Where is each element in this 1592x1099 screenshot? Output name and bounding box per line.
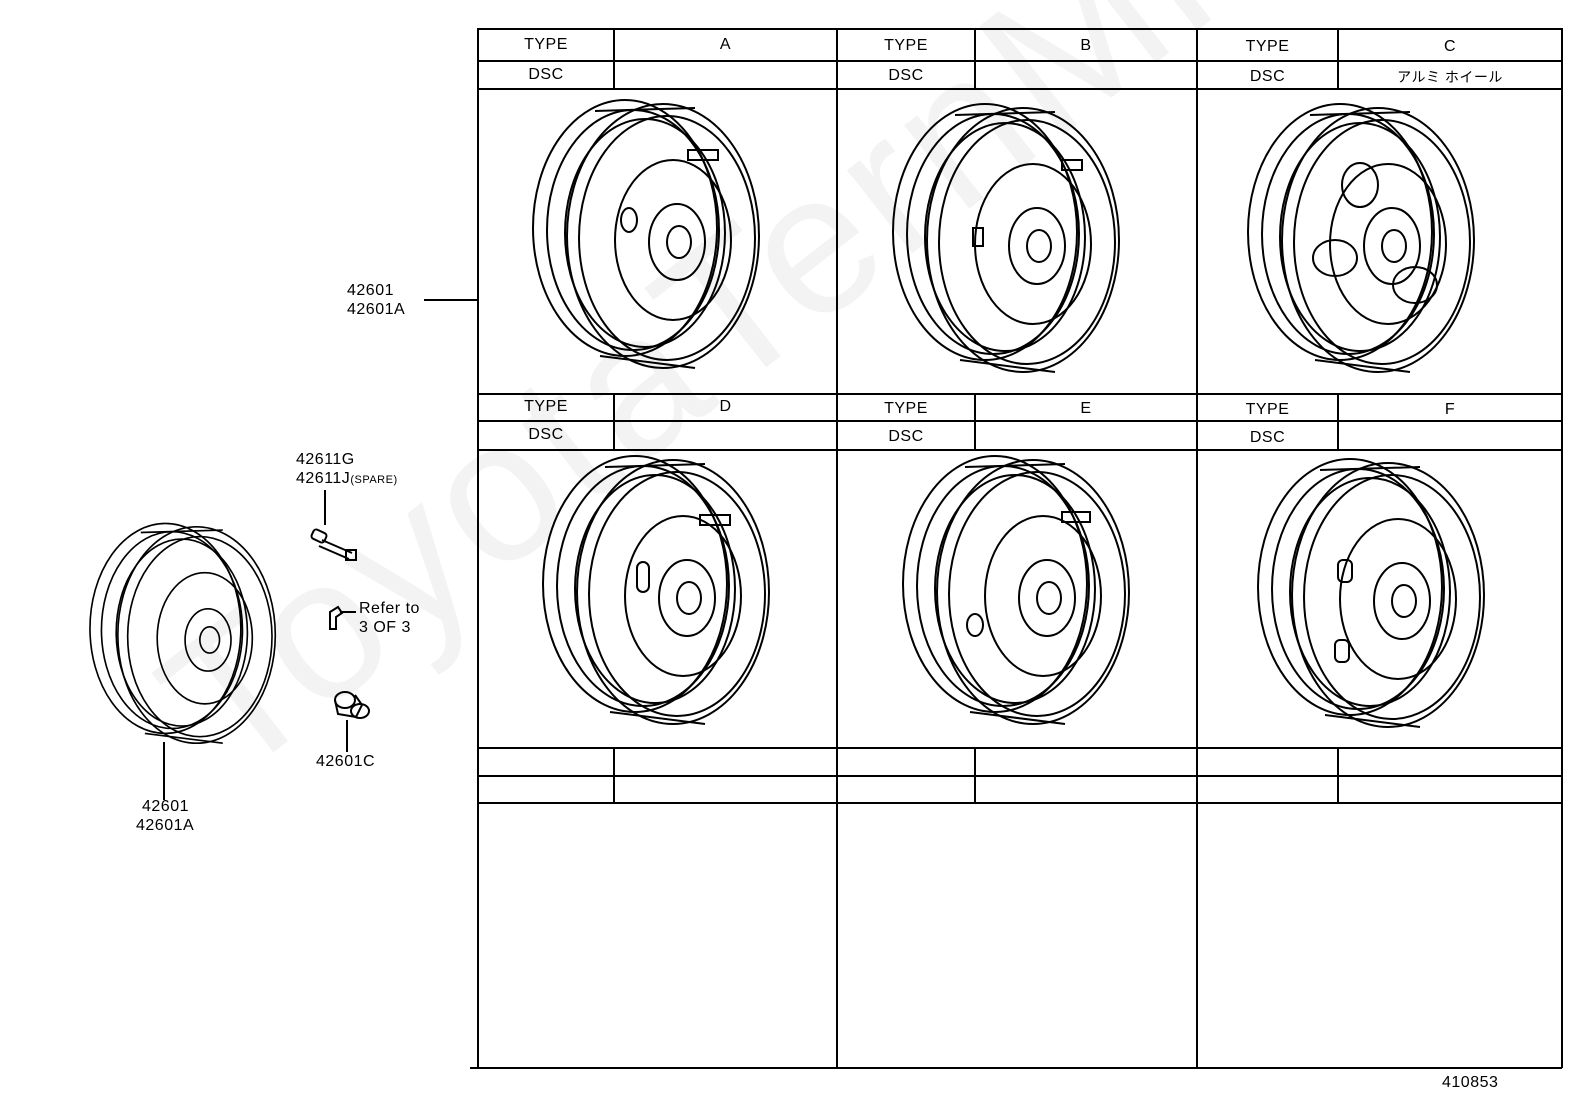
wheel-drawing-a — [532, 99, 760, 369]
type-value-f: F — [1444, 401, 1456, 418]
nut-drawing — [334, 691, 370, 719]
callout-42601a-top: 42601A — [347, 301, 406, 318]
wheel-drawing-e — [902, 455, 1130, 725]
callout-42611g: 42611G — [296, 451, 355, 468]
type-value-e: E — [1080, 400, 1092, 417]
dsc-label-c: DSC — [1249, 68, 1286, 85]
dsc-label-b: DSC — [888, 67, 924, 84]
wheel-drawing-c — [1247, 103, 1475, 373]
callout-42611j: 42611J(SPARE) — [296, 470, 398, 487]
type-value-c: C — [1443, 38, 1457, 55]
upper-table-border — [477, 28, 1563, 395]
type-label-e: TYPE — [884, 400, 928, 417]
callout-42601-bottom: 42601 — [142, 798, 189, 815]
callout-42601c: 42601C — [316, 753, 376, 770]
dsc-label-f: DSC — [1249, 429, 1286, 446]
refer-page-label: 3 OF 3 — [359, 619, 411, 636]
type-value-d: D — [719, 398, 732, 415]
type-label-f: TYPE — [1245, 401, 1290, 418]
type-label-d: TYPE — [524, 398, 568, 415]
refer-to-label: Refer to — [359, 600, 420, 617]
valve-stem-drawing — [310, 528, 357, 561]
wheel-drawing-f — [1257, 458, 1485, 728]
dsc-label-a: DSC — [528, 66, 564, 83]
dsc-label-e: DSC — [888, 428, 924, 445]
type-label-a: TYPE — [524, 36, 568, 53]
wheel-drawing-b — [892, 103, 1120, 373]
clip-drawing — [329, 605, 344, 630]
callout-42601-top: 42601 — [347, 282, 394, 299]
type-value-b: B — [1080, 37, 1092, 54]
callout-42601a-bottom: 42601A — [136, 817, 195, 834]
wheel-drawing-d — [542, 455, 770, 725]
type-value-a: A — [719, 36, 732, 53]
dsc-label-d: DSC — [528, 426, 564, 443]
dsc-value-c: アルミ ホイール — [1397, 69, 1503, 85]
figure-number: 410853 — [1442, 1074, 1499, 1091]
type-label-b: TYPE — [884, 37, 928, 54]
type-label-c: TYPE — [1245, 38, 1290, 55]
main-wheel-drawing — [89, 522, 277, 745]
